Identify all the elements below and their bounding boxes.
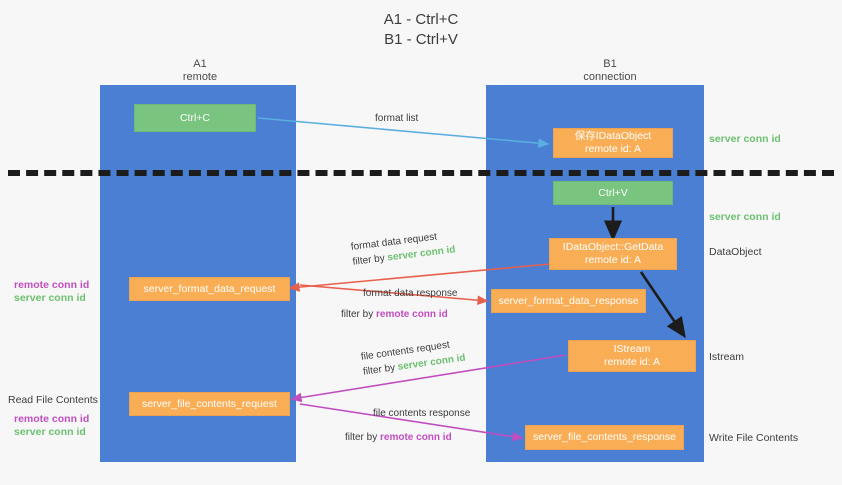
annotation-format-data-response-line2: filter by remote conn id (335, 307, 458, 322)
annotation-file-contents-response: file contents response filter by remote … (345, 406, 470, 445)
box-server-file-contents-request[interactable]: server_file_contents_request (129, 392, 290, 416)
box-ctrl-c[interactable]: Ctrl+C (134, 104, 256, 132)
filter-key-remote-conn-id: remote conn id (380, 432, 452, 443)
box-server-format-data-response[interactable]: server_format_data_response (491, 289, 646, 313)
box-idataobject-getdata-line2: remote id: A (584, 254, 642, 266)
column-a1-sub: remote (182, 71, 218, 83)
box-ctrl-v[interactable]: Ctrl+V (553, 181, 673, 205)
box-save-idataobject-line1: 保存IDataObject (574, 130, 652, 142)
box-istream[interactable]: IStream remote id: A (568, 340, 696, 372)
page-title: A1 - Ctrl+C B1 - Ctrl+V (0, 10, 842, 50)
box-idataobject-getdata[interactable]: IDataObject::GetData remote id: A (549, 238, 677, 270)
label-left-remote-conn-id-2: remote conn id (14, 413, 90, 425)
annotation-file-contents-request: file contents request filter by server c… (360, 336, 467, 380)
annotation-format-list: format list (375, 113, 419, 124)
box-server-file-contents-response-label: server_file_contents_response (532, 431, 676, 443)
annotation-file-contents-response-line1: file contents response (373, 408, 471, 419)
box-istream-line2: remote id: A (603, 356, 661, 368)
box-ctrl-c-label: Ctrl+C (179, 111, 211, 124)
box-server-file-contents-response[interactable]: server_file_contents_response (525, 425, 684, 450)
label-left-server-conn-id-1: server conn id (14, 292, 86, 304)
box-istream-line1: IStream (613, 343, 651, 355)
label-right-istream: Istream (709, 351, 745, 363)
label-right-write-file-contents: Write File Contents (709, 432, 799, 444)
box-ctrl-v-label: Ctrl+V (598, 186, 628, 199)
title-line-2: B1 - Ctrl+V (384, 31, 458, 48)
annotation-format-data-request: format data request filter by server con… (350, 227, 456, 269)
filter-key-remote-conn-id: remote conn id (376, 309, 448, 320)
column-header-a1: A1 remote (140, 58, 260, 84)
label-right-dataobject: DataObject (709, 246, 762, 258)
column-a1-name: A1 (193, 58, 207, 70)
column-b1-sub: connection (583, 71, 637, 83)
label-right-server-conn-id-1: server conn id (709, 133, 781, 145)
label-left-remote-conn-id-1: remote conn id (14, 279, 90, 291)
title-line-1: A1 - Ctrl+C (383, 11, 459, 28)
box-server-format-data-response-label: server_format_data_response (498, 294, 639, 307)
box-save-idataobject-line2: remote id: A (584, 143, 642, 155)
label-left-server-conn-id-2: server conn id (14, 426, 86, 438)
label-left-read-file-contents: Read File Contents (8, 394, 98, 406)
box-server-file-contents-request-label: server_file_contents_request (142, 397, 277, 410)
filter-by-prefix: filter by (341, 309, 377, 320)
column-header-b1: B1 connection (540, 58, 680, 84)
box-save-idataobject[interactable]: 保存IDataObject remote id: A (553, 128, 673, 158)
filter-by-prefix: filter by (362, 361, 399, 378)
box-server-format-data-request[interactable]: server_format_data_request (129, 277, 290, 301)
box-idataobject-getdata-line1: IDataObject::GetData (562, 241, 664, 253)
filter-by-prefix: filter by (345, 432, 381, 443)
dashed-divider (8, 170, 834, 176)
filter-by-prefix: filter by (352, 252, 389, 268)
label-right-server-conn-id-2: server conn id (709, 211, 781, 223)
annotation-format-data-response-line1: format data response (363, 288, 458, 299)
box-server-format-data-request-label: server_format_data_request (143, 282, 276, 295)
annotation-format-data-response: format data response filter by remote co… (335, 286, 458, 322)
column-b1-name: B1 (603, 58, 617, 70)
annotation-file-contents-response-line2: filter by remote conn id (345, 430, 470, 445)
